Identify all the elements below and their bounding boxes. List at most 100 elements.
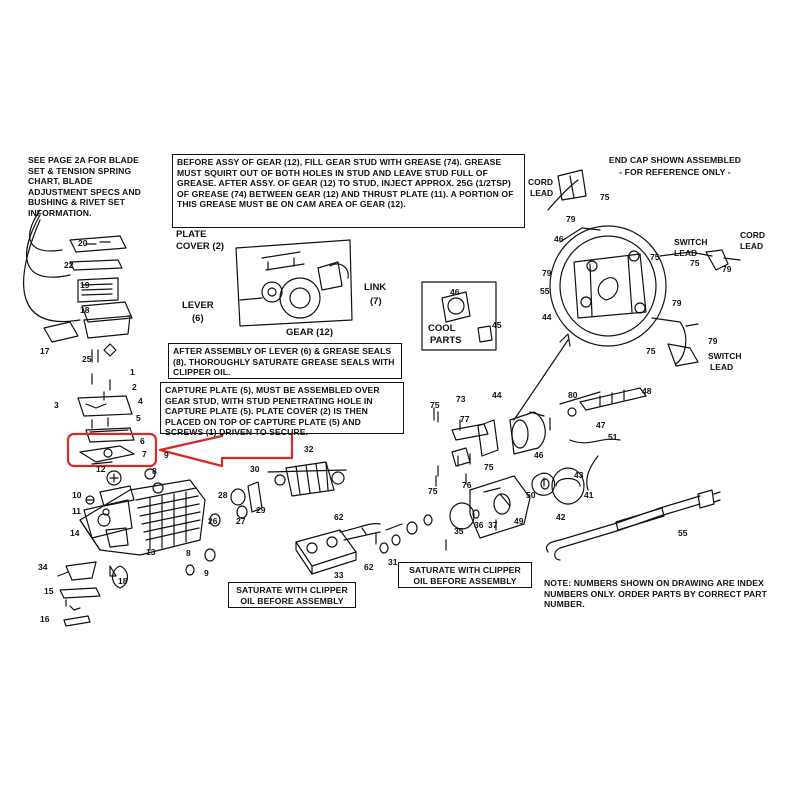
callout-16: 16 bbox=[40, 614, 50, 624]
callout-49: 49 bbox=[514, 516, 524, 526]
callout-75-switch-bottom: 75 bbox=[646, 346, 656, 356]
blade-set-parts bbox=[43, 235, 133, 363]
callout-14: 14 bbox=[70, 528, 80, 538]
lever-assembly-note: AFTER ASSEMBLY OF LEVER (6) & GREASE SEA… bbox=[168, 343, 402, 379]
end-cap-subtitle: - FOR REFERENCE ONLY - bbox=[619, 167, 731, 177]
motor-field bbox=[295, 523, 381, 575]
callout-1: 1 bbox=[130, 367, 135, 377]
blade-latch-parts bbox=[57, 561, 101, 627]
saturate-note-right: SATURATE WITH CLIPPER OIL BEFORE ASSEMBL… bbox=[398, 562, 532, 588]
callout-34: 34 bbox=[38, 562, 48, 572]
callout-80: 80 bbox=[568, 390, 578, 400]
clipper-housing bbox=[79, 468, 206, 589]
callout-46-cool: 46 bbox=[450, 287, 460, 297]
callout-73: 73 bbox=[456, 394, 466, 404]
callout-79-cap-top: 79 bbox=[566, 214, 576, 224]
callout-44-cap: 44 bbox=[542, 312, 552, 322]
callout-18: 18 bbox=[80, 305, 90, 315]
end-cap-title: END CAP SHOWN ASSEMBLED bbox=[608, 155, 742, 165]
callout-10: 10 bbox=[72, 490, 82, 500]
callout-79-cap-left: 79 bbox=[542, 268, 552, 278]
callout-29: 29 bbox=[256, 505, 266, 515]
callout-79-switch: 79 bbox=[708, 336, 718, 346]
callout-62-top: 62 bbox=[334, 512, 344, 522]
highlight-annotation bbox=[66, 426, 294, 468]
callout-43: 43 bbox=[574, 470, 584, 480]
callout-46-cap: 46 bbox=[554, 234, 564, 244]
callout-51: 51 bbox=[608, 432, 618, 442]
link-number-label: (7) bbox=[370, 296, 382, 307]
cord-lead-label-right: CORD bbox=[740, 230, 766, 240]
reference-arrow bbox=[513, 339, 569, 421]
cool-label: COOL bbox=[428, 323, 456, 334]
brush-holder bbox=[433, 407, 546, 539]
lever-number-label: (6) bbox=[192, 313, 204, 324]
callout-12: 12 bbox=[96, 464, 106, 474]
callout-22: 22 bbox=[64, 260, 74, 270]
gear-assembly-note: BEFORE ASSY OF GEAR (12), FILL GEAR STUD… bbox=[172, 154, 525, 228]
callout-9-bottom: 9 bbox=[204, 568, 209, 578]
callout-41: 41 bbox=[584, 490, 594, 500]
callout-36: 36 bbox=[474, 520, 484, 530]
callout-19: 19 bbox=[80, 280, 90, 290]
callout-50: 50 bbox=[526, 490, 536, 500]
plate-label: PLATE bbox=[176, 229, 207, 240]
cool-parts-group bbox=[421, 281, 497, 351]
callout-33: 33 bbox=[334, 570, 344, 580]
switch-lead-label-bottom-2: LEAD bbox=[710, 362, 734, 372]
highlight-box bbox=[66, 432, 158, 468]
callout-11: 11 bbox=[72, 506, 81, 516]
gear-inset bbox=[235, 239, 353, 327]
callout-75-cap-right: 75 bbox=[650, 252, 660, 262]
saturate-note-left: SATURATE WITH CLIPPER OIL BEFORE ASSEMBL… bbox=[228, 582, 356, 608]
end-cap-assembly bbox=[547, 169, 741, 367]
callout-17: 17 bbox=[40, 346, 50, 356]
cord-lead-label-right-2: LEAD bbox=[740, 241, 764, 251]
callout-42: 42 bbox=[556, 512, 566, 522]
plate-cover-label: COVER (2) bbox=[176, 241, 225, 252]
callout-6: 6 bbox=[140, 436, 145, 446]
callout-55-cord: 55 bbox=[678, 528, 688, 538]
callout-18-bottom: 18 bbox=[118, 576, 128, 586]
callout-45: 45 bbox=[492, 320, 502, 330]
switch-lead-label-top: SWITCH bbox=[674, 237, 708, 247]
callout-25: 25 bbox=[82, 354, 92, 364]
switch-lead-label-top-2: LEAD bbox=[674, 248, 698, 258]
callout-4: 4 bbox=[138, 396, 143, 406]
callout-75-switch-top: 75 bbox=[690, 258, 700, 268]
capture-plate-parts bbox=[79, 445, 135, 465]
callout-31: 31 bbox=[388, 557, 398, 567]
gear-label: GEAR (12) bbox=[286, 327, 333, 338]
callout-30: 30 bbox=[250, 464, 260, 474]
switch-lead-label-bottom: SWITCH bbox=[708, 351, 742, 361]
callout-13: 13 bbox=[146, 547, 156, 557]
callout-27: 27 bbox=[236, 516, 246, 526]
callout-79-cap-right: 79 bbox=[672, 298, 682, 308]
leader-line bbox=[26, 214, 71, 278]
callout-75-c: 75 bbox=[428, 486, 438, 496]
index-numbers-note: NOTE: NUMBERS SHOWN ON DRAWING ARE INDEX… bbox=[544, 578, 767, 609]
callout-37: 37 bbox=[488, 520, 498, 530]
callout-8-bottom: 8 bbox=[186, 548, 191, 558]
callout-8-top: 8 bbox=[152, 466, 157, 476]
blade-set-note: SEE PAGE 2A FOR BLADE SET & TENSION SPRI… bbox=[28, 155, 141, 218]
cord-lead-label-top-2: LEAD bbox=[530, 188, 554, 198]
callout-77: 77 bbox=[460, 414, 470, 424]
cord-lead-label-top: CORD bbox=[528, 177, 554, 187]
callout-9-top: 9 bbox=[164, 450, 169, 460]
callout-75-cap-top: 75 bbox=[600, 192, 610, 202]
callout-79-cord-right: 79 bbox=[722, 264, 732, 274]
callout-15: 15 bbox=[44, 586, 54, 596]
callout-26: 26 bbox=[208, 516, 218, 526]
callout-62-bottom: 62 bbox=[364, 562, 374, 572]
seal-parts bbox=[185, 481, 263, 576]
callout-46-mid: 46 bbox=[534, 450, 544, 460]
callout-75-a: 75 bbox=[430, 400, 440, 410]
callout-55-cap: 55 bbox=[540, 286, 550, 296]
callout-44-left: 44 bbox=[492, 390, 502, 400]
highlight-arrow bbox=[158, 426, 294, 468]
reference-arrow-head bbox=[559, 333, 571, 347]
link-label: LINK bbox=[364, 282, 387, 293]
